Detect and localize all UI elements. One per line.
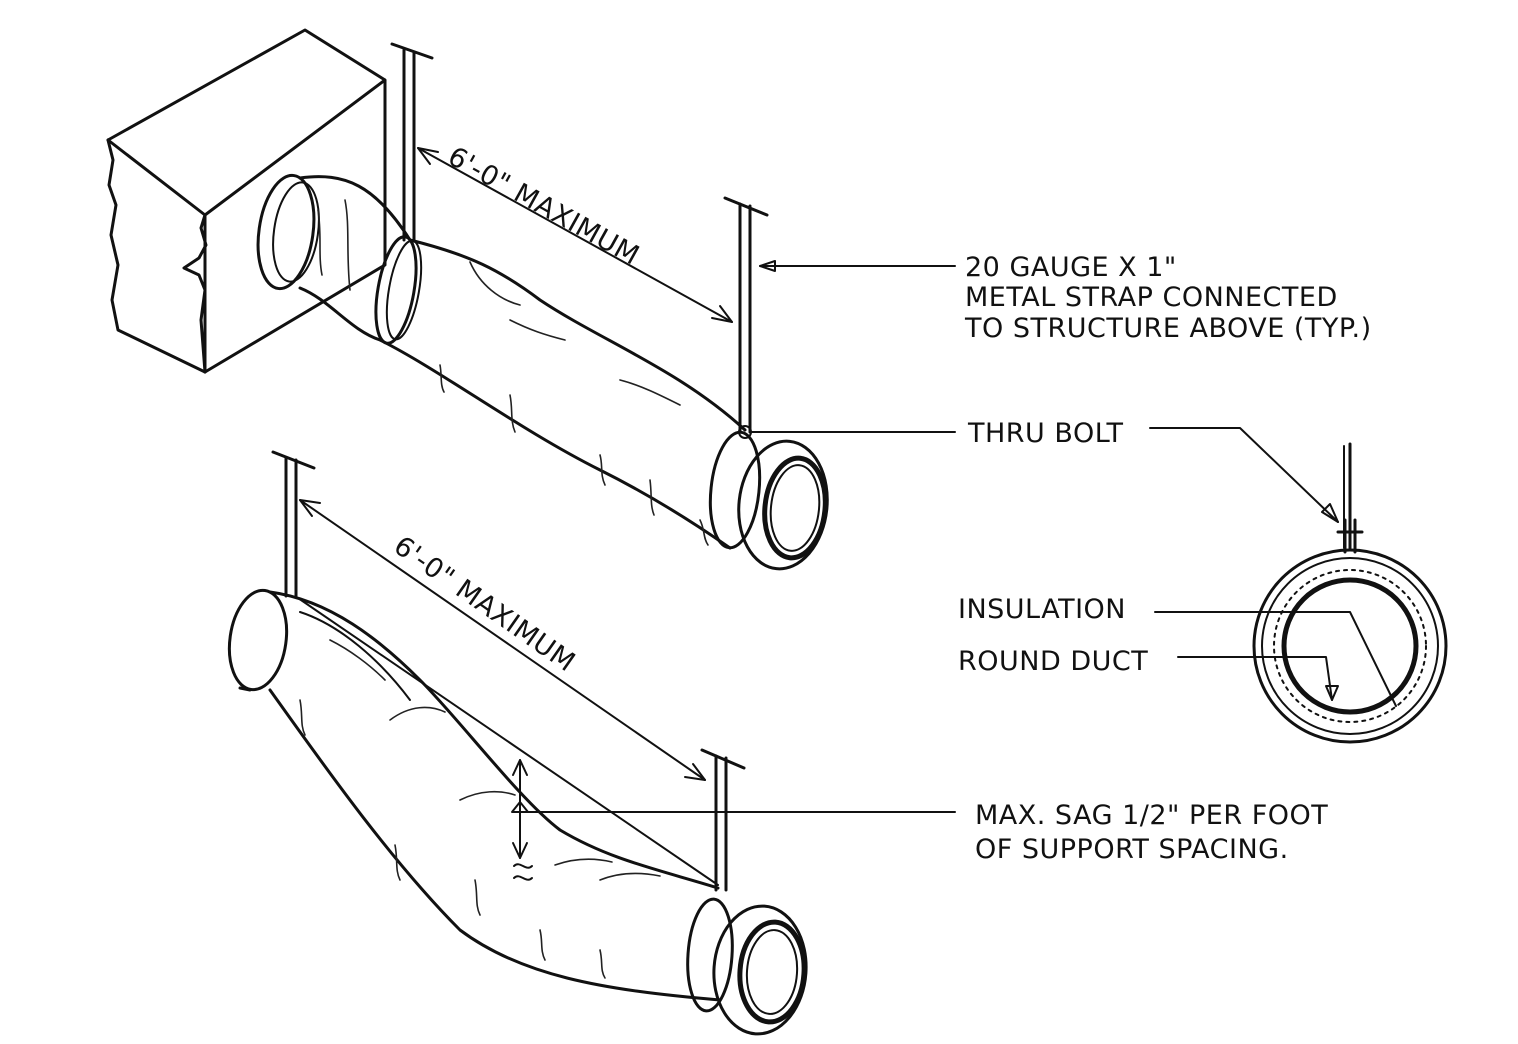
top-flex-duct [256, 173, 829, 571]
bottom-support-line [297, 597, 719, 886]
bottom-hanger-left [271, 450, 316, 598]
duct-section-view [1252, 442, 1448, 744]
sag-callout-line-1: MAX. SAG 1/2" PER FOOT [975, 800, 1328, 831]
top-hanger-left [390, 42, 434, 242]
plenum-box [106, 28, 387, 374]
bottom-hanger-right [700, 748, 746, 892]
strap-callout-line-3: TO STRUCTURE ABOVE (TYP.) [964, 313, 1372, 344]
strap-callout-line-1: 20 GAUGE X 1" [965, 252, 1177, 283]
strap-callout-line-2: METAL STRAP CONNECTED [965, 282, 1338, 313]
insulation-label: INSULATION [958, 594, 1126, 625]
top-dimension-label: 6'-0" MAXIMUM [443, 141, 645, 272]
leader-lines [519, 260, 1397, 813]
bottom-dimension-line [299, 499, 706, 781]
top-hanger-right [723, 196, 769, 439]
round-duct-label: ROUND DUCT [958, 646, 1148, 677]
top-dimension-line [417, 147, 733, 323]
thru-bolt-label: THRU BOLT [967, 418, 1124, 449]
bottom-flex-duct [227, 588, 808, 1036]
sag-callout-line-2: OF SUPPORT SPACING. [975, 834, 1289, 865]
bottom-dimension-label: 6'-0" MAXIMUM [388, 530, 581, 678]
sag-indicator [511, 759, 533, 881]
